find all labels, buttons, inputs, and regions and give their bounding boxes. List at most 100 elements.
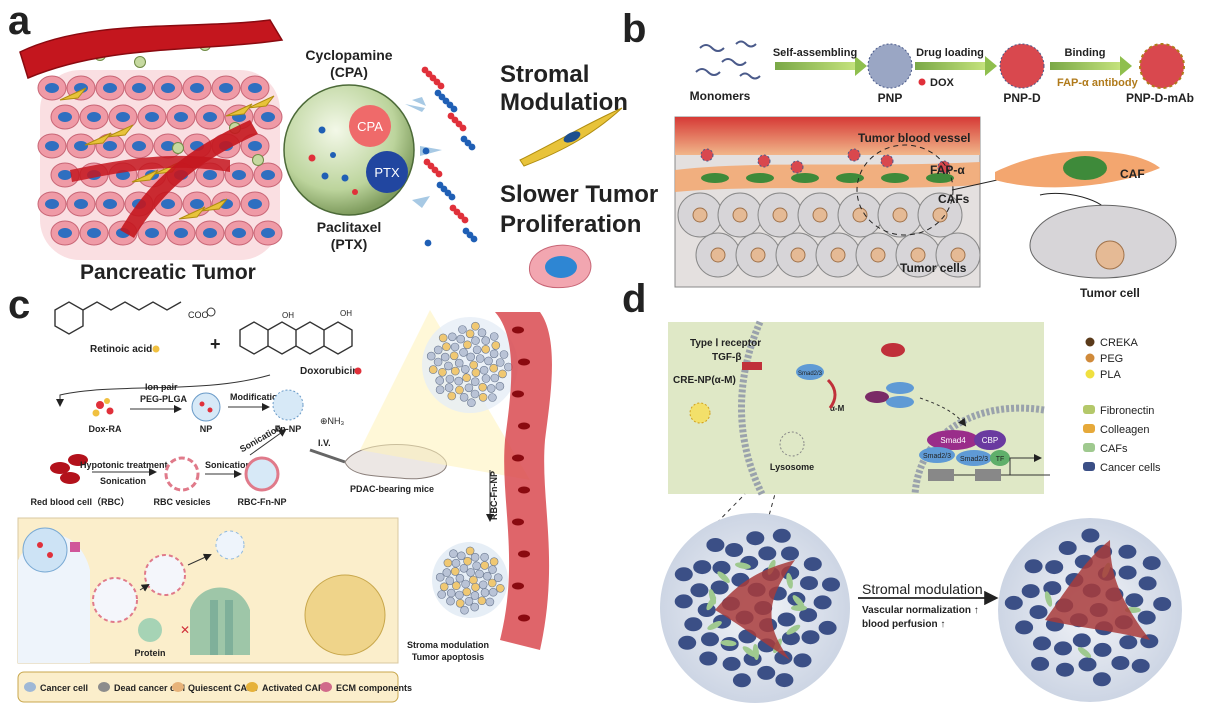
rbc-fn-np-icon [244, 456, 280, 492]
svg-text:⊕NH₃: ⊕NH₃ [320, 416, 345, 426]
panel-c-letter: c [8, 283, 30, 327]
legend-c-swatch-2 [172, 682, 184, 692]
tumor-cells-label: Tumor cells [900, 261, 967, 275]
sonication-label: Sonication [238, 423, 283, 455]
tumor-cell-b-icon [1029, 204, 1177, 279]
pathway-background [668, 322, 1044, 494]
legend-c-swatch-3 [246, 682, 258, 692]
pancreatic-tumor-label: Pancreatic Tumor [80, 261, 256, 284]
tumor-blood-vessel-icon [675, 117, 980, 155]
nanoparticle-sphere-icon [283, 84, 415, 216]
fn-np-icon [272, 389, 304, 421]
retinoic-acid-structure [54, 301, 182, 335]
legend-d-bottom-item-2: CAFs [1100, 443, 1128, 455]
cbp-icon [974, 430, 1006, 450]
tumor-apoptosis-label: Tumor apoptosis [412, 652, 484, 662]
lysosome-label: Lysosome [770, 462, 814, 472]
ptx-abbrev: (PTX) [331, 236, 368, 252]
pnp-label: PNP [878, 91, 903, 105]
legend-c-swatch-1 [98, 682, 110, 692]
blocked-x-icon: ✕ [180, 623, 190, 637]
legend-c-item-0: Cancer cell [40, 683, 88, 693]
slower-label-2: Proliferation [500, 211, 641, 238]
cre-np-icon [689, 402, 711, 424]
iv-label: I.V. [318, 438, 331, 448]
ptx-badge: PTX [374, 165, 400, 180]
tumor-tissue-illustration [19, 19, 284, 260]
ptx-label: Paclitaxel [317, 219, 382, 235]
rbc-vesicle-icon [164, 456, 200, 492]
smad4-complex-icon [927, 430, 979, 450]
legend-d-top-swatch-1 [1085, 353, 1095, 363]
cpa-abbrev: (CPA) [330, 64, 368, 80]
doxorubicin-label: Doxorubicin [300, 366, 358, 377]
caf-label-b: CAF [1120, 167, 1145, 181]
cbp-label: CBP [982, 436, 998, 445]
panel-d-letter: d [622, 277, 646, 321]
np-label: NP [200, 424, 213, 434]
lysosome-icon [779, 431, 805, 457]
monomers-label: Monomers [690, 89, 751, 103]
tumor-cell-label-b: Tumor cell [1080, 286, 1140, 300]
legend-c-item-4: ECM components [336, 683, 412, 693]
legend-d-bottom-swatch-3 [1083, 462, 1095, 471]
pnp-d-icon [999, 43, 1045, 89]
rbc-label: Red blood cell（RBC） [30, 497, 129, 507]
pnp-d-label: PNP-D [1003, 91, 1041, 105]
smad23-label-1: Smad2/3 [923, 453, 951, 460]
panel-d: d Type Ⅰ receptor TGF-β CRE-NP(α-M) Lyso… [622, 277, 1182, 703]
rbc-vesicles-label: RBC vesicles [153, 497, 210, 507]
legend-c-swatch-4 [320, 682, 332, 692]
legend-d-top-swatch-0 [1085, 337, 1095, 347]
pnp-d-mab-icon [1139, 43, 1185, 89]
nucleus-icon [304, 574, 386, 656]
protein-icon [138, 618, 162, 642]
peg-plga-label: PEG-PLGA [140, 394, 188, 404]
vascular-normalization-label: Vascular normalization ↑ [862, 605, 979, 616]
legend-d-bottom-item-3: Cancer cells [1100, 462, 1161, 474]
legend-d-top-item-2: PLA [1100, 369, 1121, 381]
dox-ra-label: Dox-RA [89, 424, 122, 434]
protein-label: Protein [134, 648, 165, 658]
vessel-label: Tumor blood vessel [858, 131, 970, 145]
ion-pair-label: Ion pair [145, 382, 178, 392]
monomers-icon [695, 40, 761, 80]
legend-d-bottom-swatch-0 [1083, 405, 1095, 414]
legend-d-top-item-0: CREKA [1100, 337, 1139, 349]
blood-perfusion-label: blood perfusion ↑ [862, 619, 945, 630]
released-drug-dots [421, 66, 478, 247]
legend-c-swatch-0 [24, 682, 36, 692]
legend-d-bottom-swatch-1 [1083, 424, 1095, 433]
modification-label: Modification [230, 392, 283, 402]
legend-d-bottom-swatch-2 [1083, 443, 1095, 452]
fn-np-label: Fn-NP [275, 424, 302, 434]
rbc-fn-np-label: RBC-Fn-NP [238, 497, 287, 507]
panel-a-letter: a [8, 0, 31, 43]
alpha-m-label: α-M [830, 404, 845, 413]
legend-c-item-3: Activated CAFs [262, 683, 329, 693]
stroma-modulation-label: Stroma modulation [407, 640, 489, 650]
pnp-d-mab-label: PNP-D-mAb [1126, 91, 1194, 105]
doxorubicin-structure [239, 321, 353, 355]
tgf-label: TGF-β [712, 352, 741, 363]
np-icon [191, 392, 221, 422]
legend-d-bottom-item-0: Fibronectin [1100, 405, 1154, 417]
sonication-label-3: Sonication [205, 460, 251, 470]
vertical-vessel-icon [495, 312, 552, 650]
cafs-label-b: CAFs [938, 192, 970, 206]
cre-np-label: CRE-NP(α-M) [673, 375, 736, 386]
legend-d-top-swatch-2 [1085, 369, 1095, 379]
stromal-label-2: Modulation [500, 89, 628, 116]
pnp-icon [867, 43, 913, 89]
blood-vessel-icon [19, 19, 284, 80]
legend-d-bottom-item-1: Colleagen [1100, 424, 1150, 436]
stromal-modulation-label: Stromal modulation [862, 581, 983, 597]
retinoic-acid-label: Retinoic acid [90, 344, 152, 355]
cpa-label: Cyclopamine [305, 47, 392, 63]
panel-a: a Pancreatic Tumor Cyclopamine (CPA) CPA… [8, 0, 658, 289]
slower-label-1: Slower Tumor [500, 181, 658, 208]
svg-text:OH: OH [340, 309, 352, 318]
smad23-label-2: Smad2/3 [960, 456, 988, 463]
legend-d-top-item-1: PEG [1100, 353, 1123, 365]
